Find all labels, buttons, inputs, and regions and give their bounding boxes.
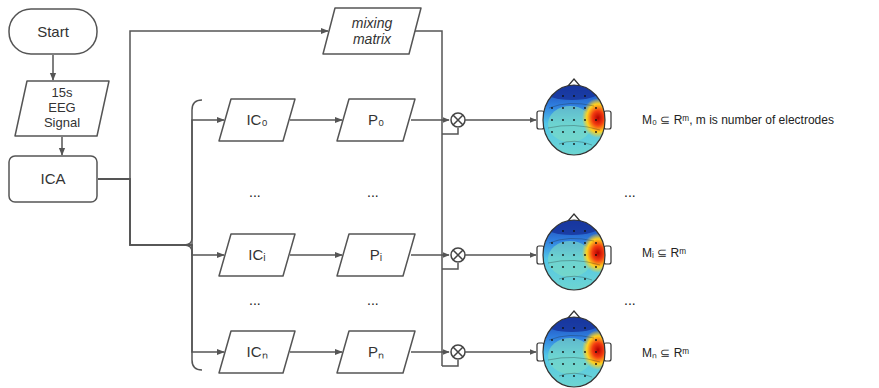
flow-arrow <box>98 31 328 179</box>
output-row <box>411 79 614 156</box>
node-label: Start <box>37 23 69 40</box>
component-parallelogram: IC₀ <box>218 98 296 142</box>
flow-arrow <box>52 55 54 80</box>
mixing-branch <box>442 360 458 366</box>
map-arrow <box>465 119 536 121</box>
data-parallelogram: mixing matrix <box>322 7 422 55</box>
multiply-symbol <box>451 345 465 359</box>
brace <box>184 100 202 370</box>
terminal-box: Start <box>8 8 98 55</box>
ellipsis-label: ... <box>249 184 261 200</box>
topomap-head <box>537 311 614 388</box>
set-label: M₀ ⊆ Rᵐ, m is number of electrodes <box>642 113 834 127</box>
flow-arrow <box>290 254 342 256</box>
ellipsis-label: ... <box>367 292 379 308</box>
node-label: IC₀ <box>246 111 267 128</box>
product-line <box>411 254 449 256</box>
set-label: Mᵢ ⊆ Rᵐ <box>642 246 686 260</box>
output-row <box>411 214 614 291</box>
node-label: ICₙ <box>247 343 268 360</box>
mixing-branch <box>442 128 458 134</box>
node-label: Pₙ <box>368 343 384 360</box>
ellipsis-label: ... <box>624 292 636 308</box>
component-parallelogram: Pᵢ <box>336 233 416 277</box>
data-parallelogram: 15s EEG Signal <box>14 80 110 137</box>
output-row <box>411 311 614 388</box>
node-label: mixing matrix <box>344 15 400 47</box>
flow-arrow <box>98 179 224 352</box>
product-line <box>411 351 449 353</box>
flow-arrow <box>98 120 224 245</box>
multiply-symbol <box>451 248 465 262</box>
mixing-line <box>401 31 442 366</box>
node-label: ICᵢ <box>248 246 265 263</box>
node-label: 15s EEG Signal <box>36 86 88 131</box>
ellipsis-label: ... <box>249 292 261 308</box>
flow-arrow <box>290 351 342 353</box>
node-label: ICA <box>40 170 65 187</box>
map-arrow <box>465 351 536 353</box>
component-parallelogram: Pₙ <box>336 330 416 374</box>
product-line <box>411 119 449 121</box>
topomap-head <box>537 79 614 156</box>
component-parallelogram: P₀ <box>336 98 416 142</box>
set-label: Mₙ ⊆ Rᵐ <box>642 344 689 361</box>
map-arrow <box>465 254 536 256</box>
ellipsis-label: ... <box>624 184 636 200</box>
component-parallelogram: ICᵢ <box>218 233 296 277</box>
component-parallelogram: ICₙ <box>218 330 296 374</box>
process-box: ICA <box>8 155 98 203</box>
flow-arrow <box>98 179 224 255</box>
flow-arrow <box>61 137 63 155</box>
ellipsis-label: ... <box>367 184 379 200</box>
flow-arrow <box>290 119 342 121</box>
node-label: P₀ <box>368 111 384 128</box>
mixing-branch <box>442 263 458 269</box>
topomap-head <box>537 214 614 291</box>
node-label: Pᵢ <box>370 246 382 263</box>
multiply-symbol <box>451 113 465 127</box>
